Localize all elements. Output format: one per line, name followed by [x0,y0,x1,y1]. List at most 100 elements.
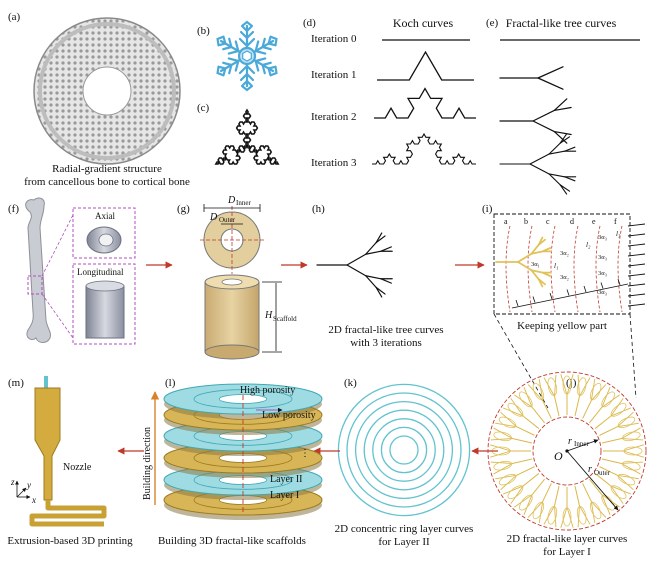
concentric-ring-curves [337,383,471,517]
panel-i: (i) a b c d e f 3α₁ 3α₂ 3α₂ 3α₃ 3α₃ 3α₃ … [482,203,646,409]
panel-c: (c) [197,102,280,165]
panel-a: (a) Radial-gradient structure from cance… [8,11,190,188]
longitudinal-bone-section [85,285,125,339]
panel-j-caption-line-1: 2D fractal-like layer curves [507,533,628,545]
angle-label-4: 3α₃ [598,234,607,241]
panel-h: (h) 2D fractal-like tree curves with 3 i… [312,203,485,349]
panel-e: (e) Fractal-like tree curves [486,16,640,195]
panel-c-tag: (c) [197,102,210,114]
panel-b: (b) [197,20,278,92]
panel-h-tag: (h) [312,203,325,215]
panel-j-tag: (j) [566,377,577,389]
panel-a-tag: (a) [8,11,21,23]
panel-d: (d) Koch curves Iteration 0 Iteration 1 … [303,16,476,169]
layer-2-label: Layer II [270,474,302,485]
high-porosity-label: High porosity [240,385,295,396]
nozzle-label: Nozzle [63,462,92,473]
x-axis-label: x [31,495,36,505]
panel-g-tag: (g) [177,203,190,215]
panel-j-caption-line-2: for Layer I [543,546,591,558]
panel-k-caption-line-2: for Layer II [378,536,430,548]
d-outer-label: D [209,212,218,223]
angle-label-3: 3α₂ [560,274,569,281]
fractal-layer-pattern [490,374,644,528]
building-direction-label: Building direction [142,427,153,500]
iteration-3-label: Iteration 3 [311,157,357,169]
yellow-tree-kept [495,236,552,288]
panel-m-tag: (m) [8,377,24,389]
nozzle-icon [34,387,61,501]
angle-label-6: 3α₃ [598,270,607,277]
angle-label-5: 3α₃ [598,254,607,261]
panel-i-tag: (i) [482,203,493,215]
zoom-box [493,213,631,315]
panel-j: (j) O r Inner r Outer 2D fractal-like la… [471,371,647,558]
angle-label-7: 3α₃ [598,289,607,296]
d-inner-label: D [227,195,236,206]
panel-f-tag: (f) [8,203,19,215]
zone-boundaries [505,225,623,313]
tree-iteration-1 [499,66,564,90]
tree-3-iterations [316,232,393,298]
zone-label-e: e [592,217,596,226]
axial-view-box [72,207,136,259]
d-inner-subscript: Inner [236,199,251,207]
tree-iteration-2 [499,98,572,144]
center-label: O [554,449,563,463]
zone-label-b: b [524,217,528,226]
y-axis [16,487,27,498]
layer-1-label: Layer I [270,490,299,501]
koch-heading: Koch curves [393,16,454,30]
longitudinal-view-box [72,263,136,345]
tree-iteration-3 [499,133,577,195]
panel-l-caption: Building 3D fractal-like scaffolds [158,535,306,547]
zone-label-c: c [546,217,550,226]
panel-b-tag: (b) [197,25,210,37]
iteration-1-label: Iteration 1 [311,69,357,81]
panel-d-tag: (d) [303,17,316,29]
inner-boundary-circle [532,416,602,486]
r-outer-subscript: Outer [594,469,611,477]
panel-i-caption: Keeping yellow part [517,320,607,332]
koch-curve-iteration-2 [374,87,476,119]
panel-h-caption-line-2: with 3 iterations [350,337,422,349]
femur-bone-icon [25,197,51,343]
panel-h-caption-line-1: 2D fractal-like tree curves [328,324,443,336]
d-outer-subscript: Outer [219,216,236,224]
panel-k-tag: (k) [344,377,357,389]
low-porosity-label: Low porosity [262,410,316,421]
more-layers-dots: ⋮ [300,448,310,459]
koch-snowflake-curve [214,108,280,165]
h-scaffold-subscript: Scaffold [273,315,297,323]
zone-label-a: a [504,217,508,226]
panel-m-caption: Extrusion-based 3D printing [7,535,133,547]
panel-a-caption-line-1: Radial-gradient structure [52,163,162,175]
zone-label-d: d [570,217,574,226]
r-inner-subscript: Inner [574,440,589,448]
scaffold-cylinder [204,281,260,353]
panel-e-tag: (e) [486,17,499,29]
bone-selection-box [27,275,43,295]
iteration-2-label: Iteration 2 [311,111,357,123]
panel-g: (g) D Inner D Outer H Scaffold [177,195,308,360]
cortical-rim [38,22,176,160]
panel-a-caption-line-2: from cancellous bone to cortical bone [24,176,190,188]
zone-label-f: f [614,217,617,226]
axial-label: Axial [95,211,115,221]
y-axis-label: y [26,480,31,490]
r-inner-label: r [568,436,572,447]
z-axis-label: z [10,477,15,487]
printed-filament-path [29,500,107,527]
panel-l-tag: (l) [165,377,176,389]
koch-curve-iteration-1 [377,50,474,81]
angle-label-2: 3α₂ [560,250,569,257]
length-ticks [511,223,646,309]
r-outer-arrow [566,450,619,511]
length-label-1: l₁ [554,262,558,270]
disc-hole [82,66,132,116]
panel-f: (f) Axial Longitudinal [8,197,173,345]
panel-m: (m) Nozzle z y x Extrusion-based 3D prin… [7,376,133,547]
tree-heading: Fractal-like tree curves [506,16,617,30]
r-inner-arrow [566,439,599,452]
